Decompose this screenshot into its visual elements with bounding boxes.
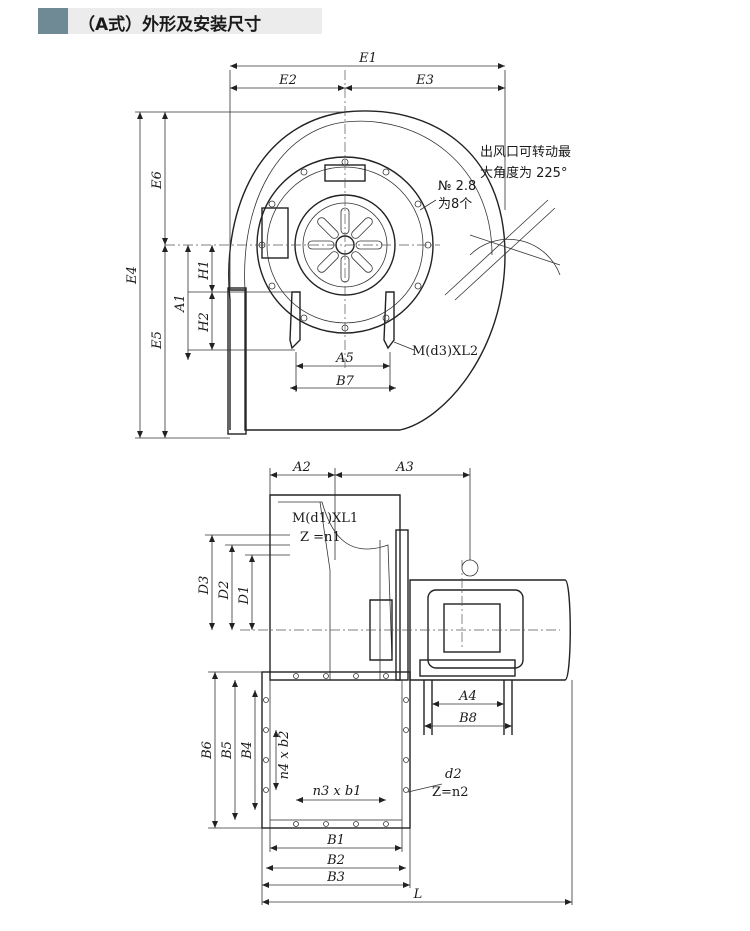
top-view: E1 E2 E3 E4 E6 E5 A1 H1 H2 bbox=[125, 51, 571, 439]
label-e2: E2 bbox=[278, 73, 297, 88]
lifting-eye bbox=[461, 559, 479, 577]
label-e6: E4 bbox=[125, 266, 140, 285]
label-a5: A5 bbox=[335, 351, 354, 366]
bolt-label: M(d3)XL2 bbox=[412, 344, 478, 359]
label-e5: E5 bbox=[150, 331, 165, 350]
label-d2: d2 bbox=[445, 767, 462, 782]
label-a4: A4 bbox=[458, 689, 477, 704]
label-e1: E1 bbox=[358, 51, 377, 66]
volute-inner-line bbox=[244, 120, 493, 430]
bolt-leader bbox=[393, 341, 415, 351]
label-b6: B6 bbox=[200, 741, 215, 760]
outlet-opening bbox=[269, 679, 403, 821]
motor-terminal bbox=[443, 603, 501, 653]
rotation-note-line1: 出风口可转动最 bbox=[480, 145, 571, 160]
label-b8: B8 bbox=[458, 711, 477, 726]
label-a1: A1 bbox=[173, 294, 188, 313]
label-h1: H1 bbox=[197, 260, 212, 281]
label-b1: B1 bbox=[326, 833, 345, 848]
motor-foot-left bbox=[289, 291, 301, 350]
label-a3: A3 bbox=[395, 460, 414, 475]
label-l: L bbox=[413, 887, 423, 902]
section-header-accent bbox=[38, 8, 68, 34]
side-view: A2 A3 bbox=[197, 460, 573, 905]
label-b5: B5 bbox=[220, 741, 235, 760]
label-d3: D3 bbox=[197, 576, 212, 596]
label-b3: B3 bbox=[326, 870, 345, 885]
impeller-hub bbox=[369, 599, 393, 661]
d2-leader bbox=[407, 783, 443, 793]
hole-count-label: 为8个 bbox=[438, 197, 472, 212]
label-b2: B2 bbox=[326, 853, 345, 868]
section-title: （A式）外形及安装尺寸 bbox=[78, 15, 262, 35]
mounting-plate bbox=[395, 529, 409, 681]
section-header bbox=[38, 8, 322, 34]
label-a2: A2 bbox=[292, 460, 311, 475]
inlet-lip bbox=[319, 501, 331, 680]
flange-count-label: Z =n1 bbox=[300, 530, 341, 545]
hole-leader bbox=[419, 199, 437, 211]
label-b7: B7 bbox=[335, 374, 355, 389]
flange-bolt-label: M(d1)XL1 bbox=[292, 511, 358, 526]
motor-end-box bbox=[427, 589, 524, 669]
label-d1: D1 bbox=[237, 586, 252, 606]
volute-casing bbox=[228, 110, 506, 431]
label-z-n2: Z=n2 bbox=[432, 785, 469, 800]
label-n3b1: n3 x b1 bbox=[313, 784, 362, 799]
inlet-cone bbox=[278, 501, 393, 661]
motor-foot-right bbox=[383, 291, 395, 350]
label-d2: D2 bbox=[217, 581, 232, 601]
label-n4b2: n4 x b2 bbox=[277, 731, 292, 780]
hole-size-label: № 2.8 bbox=[438, 179, 476, 194]
outlet-flange bbox=[227, 287, 247, 435]
rotated-outlet-ghost bbox=[444, 199, 561, 301]
rotation-note-line2: 大角度为 225° bbox=[480, 165, 567, 181]
outlet-flange-holes bbox=[263, 673, 409, 827]
label-b4: B4 bbox=[240, 741, 255, 760]
label-e4: E6 bbox=[150, 171, 165, 190]
label-h2: H2 bbox=[197, 312, 212, 333]
outlet-flange-frame bbox=[261, 671, 411, 829]
label-e3: E3 bbox=[415, 73, 434, 88]
motor-base bbox=[419, 659, 516, 677]
motor-stand bbox=[423, 680, 513, 735]
side-box bbox=[261, 207, 289, 259]
motor-body bbox=[409, 579, 571, 681]
